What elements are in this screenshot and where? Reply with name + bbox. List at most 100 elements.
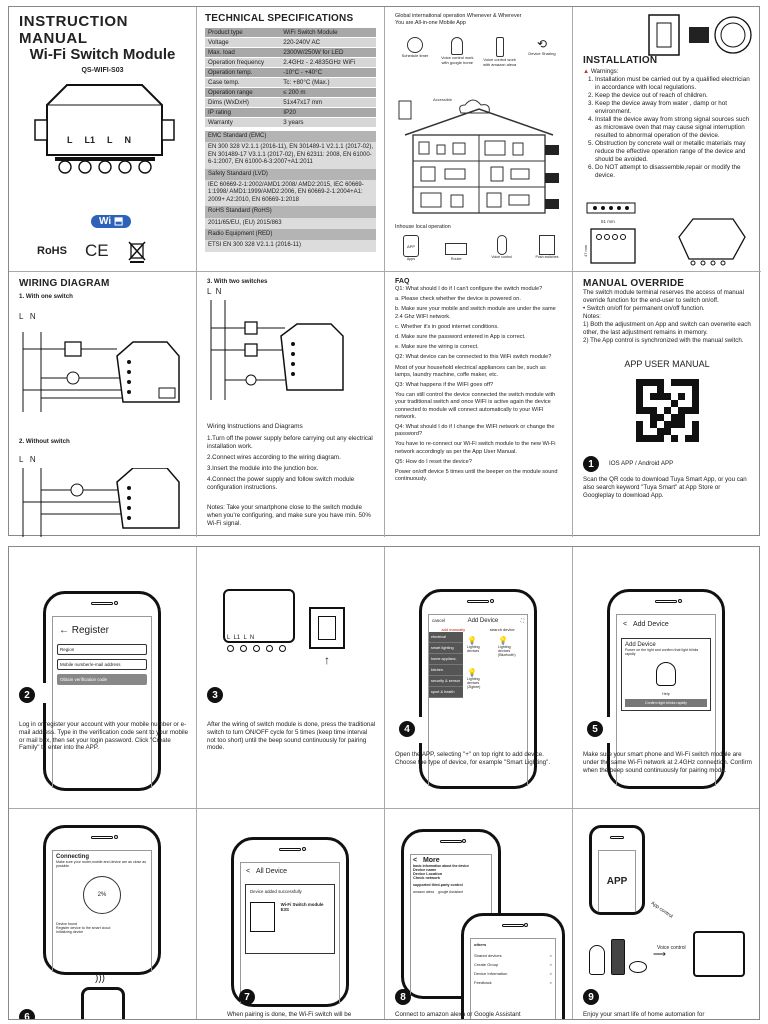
qr-module xyxy=(684,407,692,414)
qr-module xyxy=(677,421,685,428)
lighting-device-option[interactable]: 💡Lighting devices xyxy=(467,636,492,662)
warning-item: Installation must be carried out by a qu… xyxy=(595,76,751,92)
cancel-link[interactable]: cancel xyxy=(432,618,446,623)
svg-text:51 mm: 51 mm xyxy=(601,219,615,224)
qr-module xyxy=(656,379,664,386)
step-9-panel: APP App control Voice control ⟶ 9 Enjoy … xyxy=(573,809,759,1019)
terminal-screw xyxy=(253,645,260,652)
ln-label-3: L N xyxy=(207,287,222,296)
store-label: IOS APP / Android APP xyxy=(609,460,674,467)
chevron-right-icon: > xyxy=(549,962,552,967)
qr-module xyxy=(663,379,671,386)
spec-value: Tc: +80°C (Max.) xyxy=(280,77,376,88)
menu-item-label: Device Information xyxy=(474,971,508,976)
spec-key: Operation temp. xyxy=(205,67,281,78)
qr-module xyxy=(691,421,699,428)
qr-module xyxy=(677,379,685,386)
wiring-step: 4.Connect the power supply and follow sw… xyxy=(207,476,355,491)
step-8-badge: 8 xyxy=(395,989,411,1005)
lighting-bt-option[interactable]: 💡Lighting devices (Bluetooth) xyxy=(498,636,523,662)
inhouse-label: Inhouse local operation xyxy=(395,224,451,230)
tab-add-manually[interactable]: add manually xyxy=(441,627,466,632)
faq-panel: FAQ Q1: What should I do if I can't conf… xyxy=(385,272,573,537)
step-2-badge: 2 xyxy=(19,687,35,703)
more-item[interactable]: Device Location xyxy=(413,872,443,876)
menu-item[interactable]: Feedback> xyxy=(474,978,552,987)
qr-module xyxy=(642,379,650,386)
target-module xyxy=(693,931,745,977)
add-device-title: Add Device xyxy=(467,618,499,624)
standard-body: 2011/65/EU, (EU) 2015/863 xyxy=(205,217,376,230)
qr-module xyxy=(663,421,671,428)
qr-module xyxy=(642,428,650,435)
progress-percent: 2% xyxy=(97,892,107,898)
scan-icon[interactable]: ⛶ xyxy=(520,618,524,623)
connecting-sub: Make sure your router,mobile and device … xyxy=(56,860,147,868)
override-note-2: 2) The App control is synchronized with … xyxy=(583,337,744,344)
qr-module xyxy=(656,421,664,428)
more-item[interactable]: Check network xyxy=(413,876,441,880)
menu-item[interactable]: Shared devices> xyxy=(474,951,552,960)
product-title: Wi-Fi Switch Module xyxy=(29,46,176,63)
spec-value: 2.4GHz - 2.4835GHz WiFi xyxy=(280,57,376,68)
category-item[interactable]: sport & health xyxy=(429,687,463,698)
step-4-text: Open the APP, selecting "+" on top right… xyxy=(395,751,551,766)
lighting-zigbee-option[interactable]: 💡Lighting devices (Zigbee) xyxy=(467,668,492,694)
module-terminal-labels: L L1 L N xyxy=(227,635,255,641)
more-section: basic information about the device xyxy=(413,864,469,868)
echo-dot-device xyxy=(629,961,647,973)
category-item[interactable]: kitchen xyxy=(429,665,463,676)
wiring-title: WIRING DIAGRAM xyxy=(19,278,110,289)
faq-answer: Most of your household electrical applia… xyxy=(395,364,546,378)
override-scan-text: Scan the QR code to download Tuya Smart … xyxy=(583,476,747,499)
more-item[interactable]: Device name xyxy=(413,868,437,872)
router-icon xyxy=(445,243,468,255)
back-icon[interactable]: < xyxy=(413,857,418,864)
qr-module xyxy=(684,393,692,400)
alexa-feature: Voice control work with amazon alexa xyxy=(480,37,520,67)
menu-item[interactable]: Create Group> xyxy=(474,960,552,969)
menu-item[interactable]: Device Information> xyxy=(474,969,552,978)
confirm-blink-button[interactable]: Confirm light blinks rapidly xyxy=(625,699,707,707)
qr-module xyxy=(642,393,650,400)
connect-line-1: Device found xyxy=(56,922,77,926)
google-option[interactable]: google Assistant xyxy=(438,890,463,894)
faq-answer: d. Make sure the password entered in App… xyxy=(395,334,526,341)
qr-module xyxy=(663,414,671,421)
press-arrow-icon: ↑ xyxy=(324,653,330,667)
qr-module xyxy=(656,386,664,393)
qr-module xyxy=(684,414,692,421)
get-code-button[interactable]: Obtain verification code xyxy=(57,674,147,685)
installation-title: INSTALLATION xyxy=(583,55,658,66)
qr-module xyxy=(649,414,657,421)
category-item[interactable]: electrical xyxy=(429,632,463,643)
spec-value: 3 years xyxy=(280,117,376,128)
qr-module xyxy=(677,407,685,414)
faq-list: Q1: What should I do if I can't configur… xyxy=(395,286,562,483)
qr-module xyxy=(663,393,671,400)
faq-question: Q1: What should I do if I can't configur… xyxy=(395,286,543,292)
category-item[interactable]: home applianc. xyxy=(429,654,463,665)
category-item[interactable]: smart lighting xyxy=(429,643,463,654)
back-icon[interactable]: < xyxy=(246,868,251,875)
qr-module xyxy=(635,400,643,407)
help-link[interactable]: Help xyxy=(662,692,670,696)
spec-row: Operation range≤ 200 m xyxy=(205,87,376,98)
tab-search-device[interactable]: search device xyxy=(489,627,515,632)
qr-module xyxy=(649,393,657,400)
alexa-option[interactable]: amazon alexa xyxy=(413,890,435,894)
qr-module xyxy=(670,435,678,442)
category-item[interactable]: security & sensor xyxy=(429,676,463,687)
qr-module xyxy=(691,386,699,393)
step-9-text: Enjoy your smart life of home automation… xyxy=(583,1011,705,1018)
back-icon[interactable]: < xyxy=(623,621,628,628)
more-menu: Shared devices>Create Group>Device Infor… xyxy=(474,951,552,987)
email-field[interactable]: Mobile number/e-mail address xyxy=(57,659,147,670)
phone-add-device-confirm: < Add Device Add Device Power on the lig… xyxy=(607,589,725,789)
region-field[interactable]: Region xyxy=(57,644,147,655)
standard-heading: Safety Standard (LVD) xyxy=(205,168,376,181)
